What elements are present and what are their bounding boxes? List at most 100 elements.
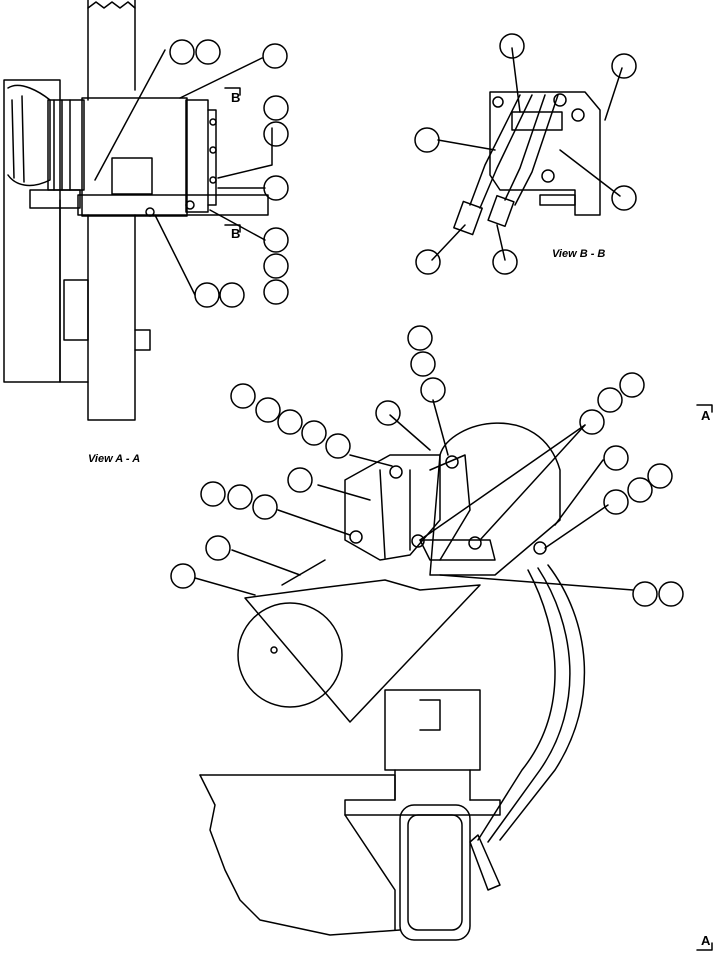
hose-middle: [487, 567, 571, 843]
view-aa-label: View A - A: [88, 453, 140, 465]
plate-slot: [63, 279, 89, 341]
callout-circle: [647, 463, 673, 489]
section-arrow-a-bottom: [696, 942, 713, 951]
plate-hole: [541, 169, 555, 183]
callout-circle: [263, 253, 289, 279]
vertical-post: [87, 0, 136, 101]
hose-clamp: [511, 111, 563, 131]
callout-circle: [170, 563, 196, 589]
leader: [439, 574, 634, 591]
leader: [479, 424, 586, 541]
frame-hatch: [11, 95, 25, 183]
window-frame: [399, 804, 471, 941]
callout-circle: [415, 249, 441, 275]
callout-circle: [219, 282, 245, 308]
bolt-head: [185, 200, 195, 210]
lower-plate: [59, 199, 89, 383]
leader: [419, 424, 586, 541]
leader: [554, 459, 604, 526]
callout-circle: [658, 581, 684, 607]
callout-circle: [277, 409, 303, 435]
leader: [349, 454, 393, 467]
hose-right: [504, 94, 559, 206]
frame-break: [7, 84, 51, 187]
leader: [604, 67, 623, 121]
leader: [209, 209, 266, 241]
leader: [94, 49, 166, 181]
leader: [217, 127, 273, 179]
mounting-bracket: [77, 194, 269, 216]
callout-circle: [579, 409, 605, 435]
hose-fitting: [487, 194, 515, 228]
section-arrow-a-right: [696, 404, 713, 413]
section-b-top-label: B: [231, 90, 240, 105]
callout-circle: [262, 43, 288, 69]
compressor-end-cap: [185, 99, 209, 213]
hose-end-fitting: [469, 834, 501, 891]
callout-circle: [205, 535, 231, 561]
callout-circle: [619, 372, 645, 398]
callout-circle: [200, 481, 226, 507]
bolt: [209, 176, 217, 184]
view-aa: [3, 0, 289, 421]
leader: [317, 484, 371, 501]
section-a-bottom-label: A: [701, 933, 711, 948]
leader: [437, 139, 496, 151]
callout-circle: [420, 377, 446, 403]
callout-circle: [252, 494, 278, 520]
callout-circle: [195, 39, 221, 65]
leader: [179, 57, 263, 99]
callout-circle: [263, 121, 289, 147]
bracket-edges: [379, 469, 411, 559]
block-slot: [419, 699, 441, 731]
callout-circle: [410, 351, 436, 377]
leader: [154, 214, 196, 296]
lower-frame-top: [199, 774, 501, 816]
callout-circle: [263, 227, 289, 253]
bolt: [209, 118, 217, 126]
callout-circle: [255, 397, 281, 423]
upper-block: [384, 689, 481, 771]
callout-circle: [632, 581, 658, 607]
mounting-plate: [489, 91, 601, 216]
callout-circle: [263, 279, 289, 305]
window-glass: [407, 814, 463, 931]
hose-left: [469, 94, 533, 209]
mounting-bracket: [344, 454, 441, 561]
callout-circle: [263, 95, 289, 121]
callout-circle: [325, 433, 351, 459]
section-arrow-b-bottom: [224, 224, 241, 233]
main-view: [170, 325, 713, 951]
fan-pulley: [237, 602, 343, 708]
leader: [194, 577, 256, 596]
callout-circle: [194, 282, 220, 308]
lower-frame-side: [344, 814, 396, 931]
compressor-body: [81, 97, 188, 217]
callout-circle: [627, 477, 653, 503]
guard-edge: [281, 559, 326, 586]
lower-column: [87, 214, 136, 421]
plate-hole: [492, 96, 504, 108]
callout-circle: [227, 484, 253, 510]
pulley-hub: [270, 646, 278, 654]
callout-circle: [407, 325, 433, 351]
callout-circle: [301, 420, 327, 446]
callout-circle: [611, 185, 637, 211]
callout-circle: [375, 400, 401, 426]
callout-circle: [611, 53, 637, 79]
callout-circle: [263, 175, 289, 201]
callout-circle: [169, 39, 195, 65]
plate-hole: [571, 108, 585, 122]
bracket-bolt: [29, 189, 81, 209]
block-legs: [394, 769, 471, 801]
end-flange: [207, 109, 217, 206]
section-a-right-label: A: [701, 408, 711, 423]
leader: [389, 414, 431, 451]
section-arrow-b-top: [224, 87, 241, 96]
bolt: [445, 455, 459, 469]
pulley-grooves: [53, 99, 71, 191]
bolt: [468, 536, 482, 550]
post-break-line: [87, 1, 136, 9]
hose-fitting: [453, 200, 483, 236]
leader: [432, 399, 449, 456]
